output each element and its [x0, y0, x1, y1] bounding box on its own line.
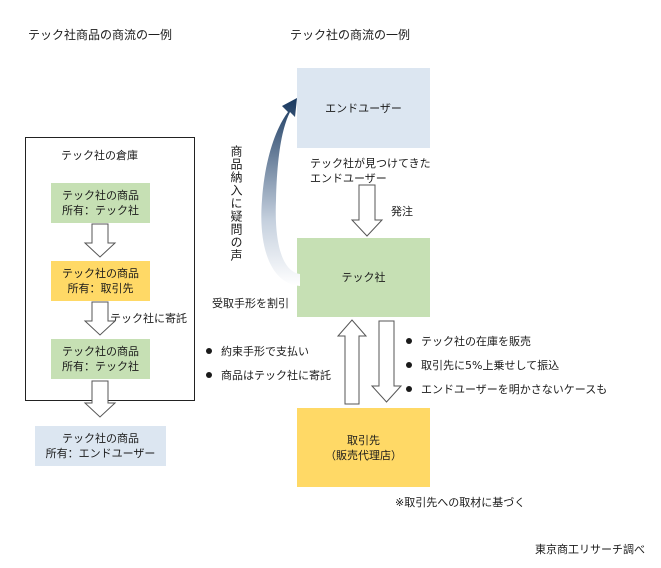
order-down-arrow-icon — [350, 184, 384, 237]
bullet-sell-inventory: テック社の在庫を販売 — [406, 334, 531, 349]
partner-label: 取引先 — [347, 433, 380, 447]
found-end-user-label: テック社が見つけてきた エンドユーザー — [310, 156, 431, 186]
bill-discount-label: 受取手形を割引 — [212, 297, 289, 310]
up-arrow-icon — [336, 319, 368, 405]
found-line2: エンドユーザー — [310, 172, 387, 185]
consign-label: テック社に寄託 — [110, 312, 187, 325]
partner-sublabel: （販売代理店） — [325, 448, 402, 462]
bullet-promissory-note: 約束手形で支払い — [206, 344, 309, 359]
order-label: 発注 — [391, 205, 413, 218]
end-user-label: エンドユーザー — [325, 101, 402, 115]
bullet-icon — [406, 338, 412, 344]
tech-company-label: テック社 — [341, 271, 386, 284]
bullet-icon — [206, 372, 212, 378]
down-arrow-icon — [83, 380, 117, 418]
tech-company-box: テック社 — [297, 238, 430, 317]
product-box-line1: テック社の商品 — [62, 267, 139, 280]
source-credit: 東京商工リサーチ調べ — [535, 543, 645, 556]
product-box-line2: 所有：エンドユーザー — [45, 447, 156, 460]
product-box-line2: 所有：テック社 — [62, 204, 139, 217]
right-diagram-title: テック社の商流の一例 — [290, 28, 411, 42]
bullet-markup-transfer: 取引先に5%上乗せして振込 — [406, 358, 559, 373]
bullet-icon — [406, 386, 412, 392]
partner-box: 取引先 （販売代理店） — [297, 408, 430, 487]
warehouse-label: テック社の倉庫 — [61, 149, 138, 162]
product-box-line2: 所有：テック社 — [62, 360, 139, 373]
product-box-line2: 所有：取引先 — [67, 282, 134, 295]
bullet-icon — [206, 348, 212, 354]
down-arrow-icon — [370, 320, 403, 403]
product-box-owner-tech: テック社の商品 所有：テック社 — [51, 183, 150, 223]
down-arrow-icon — [83, 223, 117, 258]
product-box-line1: テック社の商品 — [62, 345, 139, 358]
bullet-hide-end-user: エンドユーザーを明かさないケースも — [406, 382, 607, 397]
found-line1: テック社が見つけてきた — [310, 157, 431, 170]
product-box-owner-partner: テック社の商品 所有：取引先 — [51, 261, 150, 301]
bullet-consigned: 商品はテック社に寄託 — [206, 368, 331, 383]
bullet-icon — [406, 362, 412, 368]
product-box-owner-tech-consigned: テック社の商品 所有：テック社 — [51, 339, 150, 379]
warehouse-frame — [25, 137, 195, 401]
left-diagram-title: テック社商品の商流の一例 — [28, 28, 173, 42]
end-user-box: エンドユーザー — [297, 68, 430, 148]
source-note: ※取引先への取材に基づく — [395, 496, 526, 509]
product-box-line1: テック社の商品 — [62, 189, 139, 202]
down-arrow-icon — [83, 301, 117, 336]
delivery-doubt-label: 商品納入に疑問の声 — [229, 145, 243, 262]
product-box-line1: テック社の商品 — [62, 432, 139, 445]
product-box-owner-end-user: テック社の商品 所有：エンドユーザー — [35, 426, 166, 466]
curved-arrow-icon — [261, 98, 300, 286]
